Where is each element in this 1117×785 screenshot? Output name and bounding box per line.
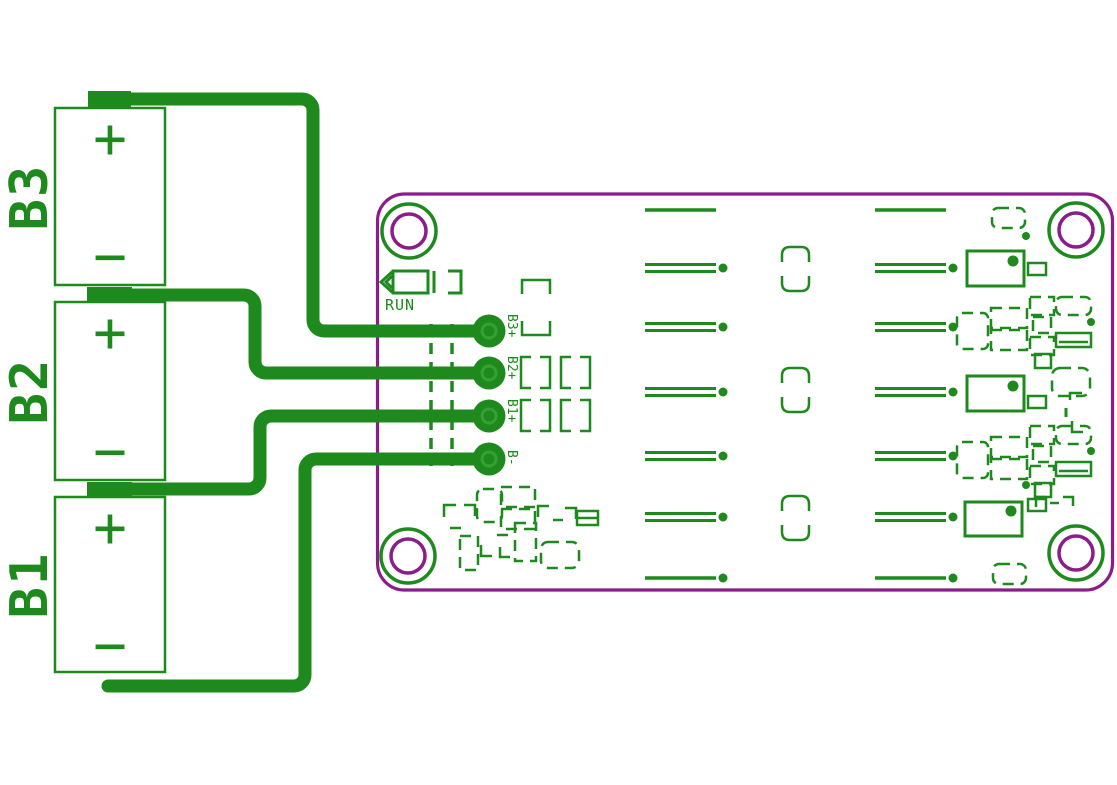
battery-b3-minus-sign: − bbox=[93, 225, 127, 290]
pad-b3-plus-label: B3+ bbox=[504, 314, 519, 338]
mounting-hole-bottom-right bbox=[1047, 524, 1105, 582]
battery-b2-top-tab bbox=[87, 287, 132, 302]
pad-b-minus: B- bbox=[472, 442, 519, 476]
run-arrow-icon bbox=[378, 270, 394, 294]
battery-b2-minus-sign: − bbox=[93, 420, 127, 485]
silkscreen-left-traces bbox=[645, 208, 728, 583]
pcb-board: RUN bbox=[375, 192, 1115, 592]
pad-b2-plus-label: B2+ bbox=[504, 356, 519, 380]
run-jumper: RUN bbox=[378, 269, 463, 314]
solder-pads: B3+ B2+ B1+ B- bbox=[472, 314, 519, 476]
mounting-hole-bottom-left bbox=[379, 527, 437, 585]
wire-b2-plus bbox=[103, 288, 487, 380]
battery-b2-label: B2 bbox=[0, 358, 60, 425]
dashed-guides bbox=[429, 324, 454, 466]
battery-b1-label: B1 bbox=[0, 552, 60, 619]
transistor-outline-2 bbox=[965, 374, 1048, 413]
pad-b1-plus-label: B1+ bbox=[504, 399, 519, 423]
battery-b1-top-tab bbox=[87, 482, 132, 497]
battery-b3-plus-sign: + bbox=[93, 107, 127, 172]
battery-b3-body bbox=[53, 106, 167, 287]
run-label: RUN bbox=[385, 296, 415, 314]
battery-b1-body bbox=[53, 495, 167, 674]
wire-b1-plus bbox=[103, 409, 487, 496]
transistor-outline-3 bbox=[963, 497, 1048, 538]
battery-b1-minus-sign: − bbox=[93, 614, 127, 679]
battery-b1-plus-sign: + bbox=[93, 496, 127, 561]
pad-b3-plus: B3+ bbox=[472, 314, 519, 348]
silkscreen-clusters bbox=[947, 206, 1097, 586]
wire-b-minus bbox=[101, 452, 487, 693]
run-arrow-inner-icon bbox=[383, 274, 394, 290]
silkscreen-right-traces bbox=[875, 208, 958, 583]
silkscreen-near-pads bbox=[519, 278, 592, 433]
pad-b1-plus: B1+ bbox=[472, 399, 519, 433]
silkscreen-middle-column bbox=[780, 245, 811, 542]
mounting-holes bbox=[379, 201, 1105, 585]
transistor-outline-1 bbox=[965, 249, 1048, 288]
silkscreen-bottom-left-cluster bbox=[442, 485, 600, 572]
battery-b2-plus-sign: + bbox=[93, 301, 127, 366]
battery-b2-body bbox=[53, 300, 167, 482]
mounting-hole-top-left bbox=[380, 202, 438, 260]
mounting-hole-top-right bbox=[1047, 201, 1105, 259]
battery-b1: + − B1 bbox=[0, 482, 167, 679]
wire-b3-plus bbox=[103, 92, 487, 338]
battery-b3-top-tab bbox=[88, 91, 131, 107]
battery-b3-label: B3 bbox=[0, 164, 60, 231]
silkscreen-transistors bbox=[963, 249, 1048, 538]
wires bbox=[101, 92, 487, 693]
battery-b2: + − B2 bbox=[0, 287, 167, 485]
pad-b2-plus: B2+ bbox=[472, 356, 519, 390]
battery-b3: + − B3 bbox=[0, 91, 167, 290]
pad-b-minus-label: B- bbox=[504, 450, 519, 466]
board-outline bbox=[375, 192, 1115, 592]
